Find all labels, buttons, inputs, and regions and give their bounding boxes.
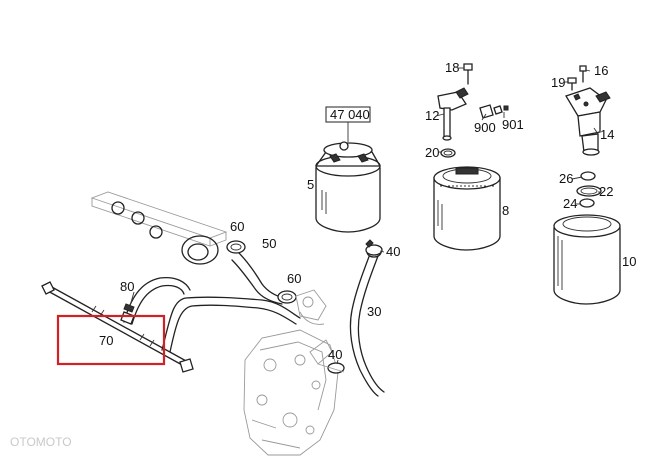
label-16: 16 [594,63,608,78]
label-8: 8 [502,203,509,218]
screw-19 [567,77,577,91]
o-ring-26 [580,171,596,181]
label-50: 50 [262,236,276,251]
label-70: 70 [99,333,113,348]
label-60-upper: 60 [230,219,244,234]
label-12: 12 [425,108,439,123]
bolt-18 [463,63,473,85]
o-ring-24 [579,198,595,208]
watermark: OTOMOTO [10,435,72,449]
label-24: 24 [563,196,577,211]
label-900: 900 [474,120,496,135]
fuel-rail-illustration [90,191,228,265]
highlight-box-70 [56,314,166,366]
engine-block-illustration [243,329,339,456]
leader-lines [129,67,601,365]
clamp-40-lower [317,362,345,374]
connector-fitting [295,289,327,325]
clamp-60-upper [226,240,246,254]
part-number-box [325,106,371,123]
label-26: 26 [559,171,573,186]
label-18: 18 [445,60,459,75]
label-30: 30 [367,304,381,319]
o-ring-22 [576,185,602,197]
label-40-lower: 40 [328,347,342,362]
return-line-70 [41,281,194,373]
filter-insert-14 [565,87,611,156]
label-19: 19 [551,75,565,90]
sensor-12 [437,87,469,141]
hose-50 [231,251,285,305]
fuel-hose-main [161,296,301,353]
label-10: 10 [622,254,636,269]
label-40-upper: 40 [386,244,400,259]
label-60-lower: 60 [287,271,301,286]
fuel-filter-8 [433,166,501,251]
label-47040: 47 040 [330,107,370,122]
label-22: 22 [599,184,613,199]
connector-900-901 [479,104,509,119]
bolt-16 [579,65,587,83]
hose-30 [349,246,385,397]
label-14: 14 [600,127,614,142]
o-ring-20 [440,148,456,158]
label-80: 80 [120,279,134,294]
label-901: 901 [502,117,524,132]
fuel-filter-5 [315,141,381,233]
label-5: 5 [307,177,314,192]
clamp-60-lower [277,290,297,304]
clamp-40-upper [365,239,383,256]
label-20: 20 [425,145,439,160]
fuel-filter-10 [553,214,621,305]
